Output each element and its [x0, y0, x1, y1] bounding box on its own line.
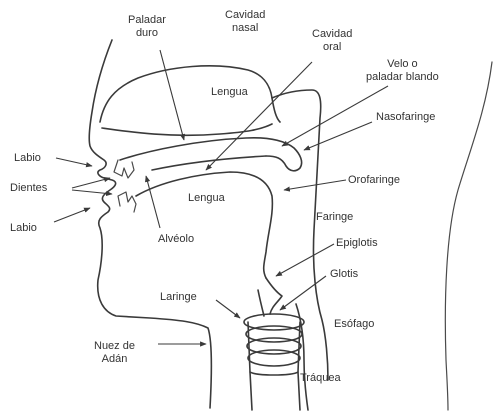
label-lengua-interior: Lengua — [211, 86, 248, 99]
label-cavidad-nasal: Cavidad nasal — [225, 9, 265, 35]
trachea-ring — [244, 314, 304, 330]
epiglottis-outline — [266, 278, 282, 314]
arrow-labio-inferior — [54, 208, 90, 222]
arrow-nasofaringe — [304, 122, 372, 150]
label-line: Nuez de — [94, 340, 135, 353]
larynx-front — [258, 290, 264, 316]
label-line: Adán — [94, 353, 135, 366]
label-glotis: Glotis — [330, 268, 358, 281]
arrow-labio-superior — [56, 158, 92, 166]
back-of-head-outline — [445, 62, 492, 410]
label-esofago: Esófago — [334, 318, 374, 331]
trachea-ring — [246, 326, 302, 342]
arrow-laringe — [216, 300, 240, 318]
label-line: Cavidad — [312, 28, 352, 41]
label-epiglotis: Epiglotis — [336, 237, 378, 250]
arrow-orofaringe — [284, 180, 346, 190]
label-nasofaringe: Nasofaringe — [376, 111, 435, 124]
lower-teeth — [118, 192, 136, 212]
arrow-alveolo — [146, 176, 160, 228]
arrow-epiglotis — [276, 244, 334, 276]
label-labio-inferior: Labio — [10, 222, 37, 235]
nasal-cavity-outline — [100, 66, 280, 122]
label-line: Paladar — [128, 14, 166, 27]
upper-teeth — [114, 160, 134, 178]
label-nuez-de-adan: Nuez de Adán — [94, 340, 135, 366]
trachea-ring — [247, 338, 301, 354]
trachea-lower — [250, 372, 300, 410]
label-dientes: Dientes — [10, 182, 47, 195]
label-alveolo: Alvéolo — [158, 233, 194, 246]
tongue-outline — [136, 172, 272, 278]
label-line: Cavidad — [225, 9, 265, 22]
label-labio-superior: Labio — [14, 152, 41, 165]
label-line: paladar blando — [366, 71, 439, 84]
arrow-glotis — [280, 276, 326, 310]
label-paladar-duro: Paladar duro — [128, 14, 166, 40]
trachea-rings — [244, 314, 304, 410]
label-orofaringe: Orofaringe — [348, 174, 400, 187]
label-line: duro — [128, 27, 166, 40]
label-laringe: Laringe — [160, 291, 197, 304]
label-line: Velo o — [366, 58, 439, 71]
label-lengua: Lengua — [188, 192, 225, 205]
arrow-paladar-duro — [160, 50, 184, 140]
arrow-cavidad-oral — [206, 62, 312, 170]
label-faringe: Faringe — [316, 211, 353, 224]
label-line: nasal — [225, 22, 265, 35]
soft-palate — [152, 156, 266, 170]
arrow-dientes-upper — [72, 178, 110, 188]
trachea-ring — [248, 350, 300, 366]
label-velo: Velo o paladar blando — [366, 58, 439, 84]
label-cavidad-oral: Cavidad oral — [312, 28, 352, 54]
label-line: oral — [312, 41, 352, 54]
label-traquea: Tráquea — [300, 372, 341, 385]
hard-palate-upper — [102, 124, 272, 135]
